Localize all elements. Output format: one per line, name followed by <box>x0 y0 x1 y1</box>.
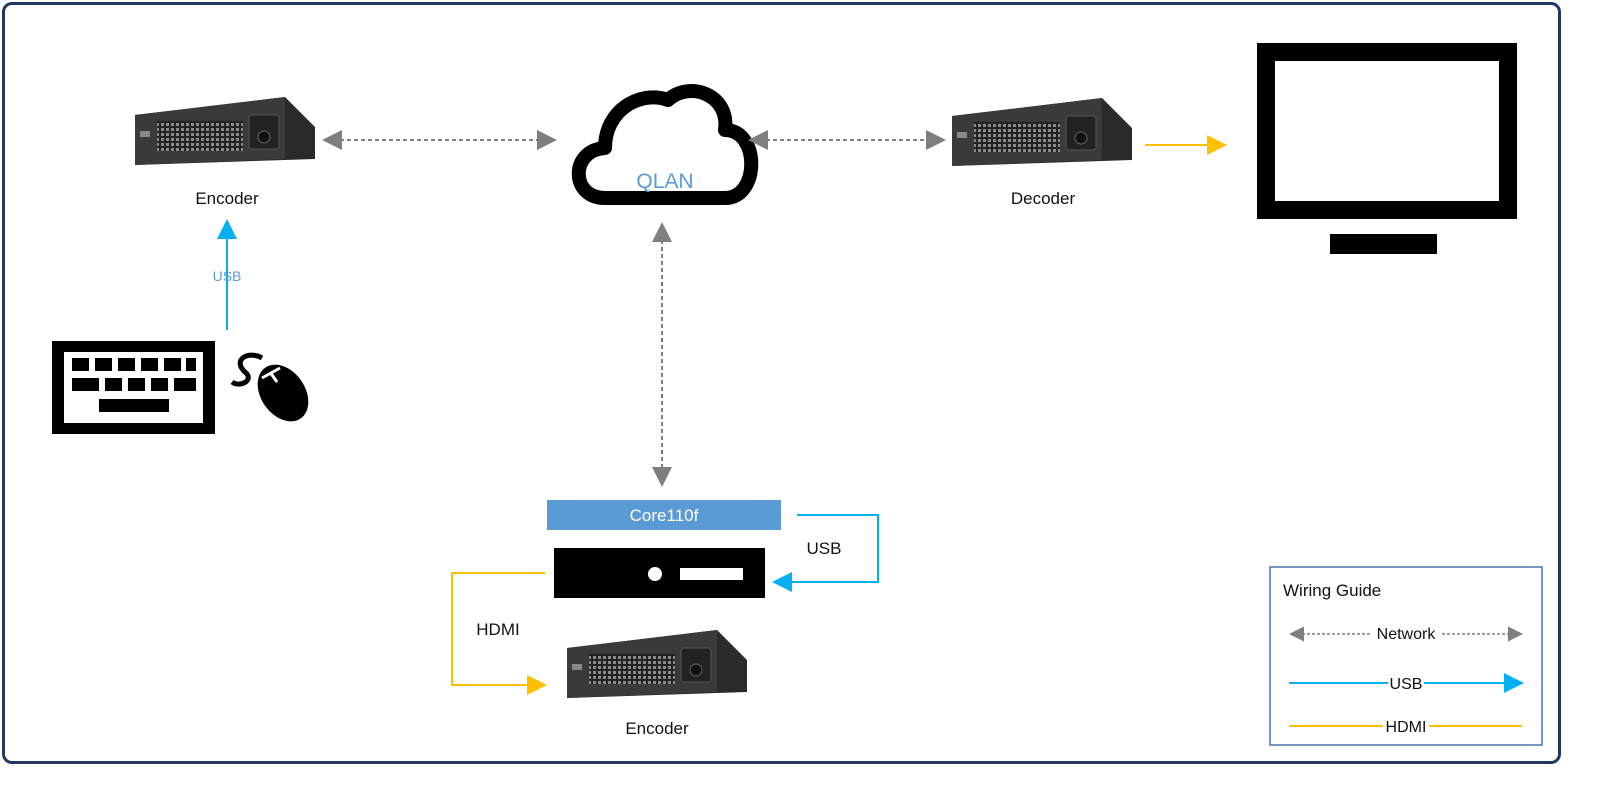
legend-network-label: Network <box>1377 626 1437 643</box>
mouse-icon <box>230 352 309 422</box>
server-icon <box>554 548 765 598</box>
decoder-label: Decoder <box>1011 189 1076 208</box>
usb-core-label: USB <box>807 539 842 558</box>
diagram-frame <box>2 2 1561 764</box>
hdmi-core-label: HDMI <box>476 620 519 639</box>
wiring-guide-legend: Wiring Guide Network USB HDMI <box>1269 566 1543 746</box>
encoder-bottom-device <box>566 629 748 699</box>
usb-link-core <box>772 514 879 592</box>
keyboard-icon <box>52 341 215 434</box>
qlan-label: QLAN <box>636 170 693 193</box>
cloud-icon <box>571 84 759 205</box>
core-label-bar <box>547 500 781 530</box>
legend-usb-label: USB <box>1390 676 1423 693</box>
encoder-top-label: Encoder <box>195 189 259 208</box>
monitor-icon <box>1257 43 1517 254</box>
encoder-bottom-label: Encoder <box>625 719 689 738</box>
hdmi-link-core-encoder <box>451 572 547 695</box>
legend-title: Wiring Guide <box>1283 581 1381 600</box>
usb-keyboard-label: USB <box>213 268 242 284</box>
legend-hdmi-label: HDMI <box>1386 719 1427 736</box>
core-label: Core110f <box>630 506 699 525</box>
encoder-top-device <box>134 96 316 166</box>
decoder-device <box>951 97 1133 167</box>
